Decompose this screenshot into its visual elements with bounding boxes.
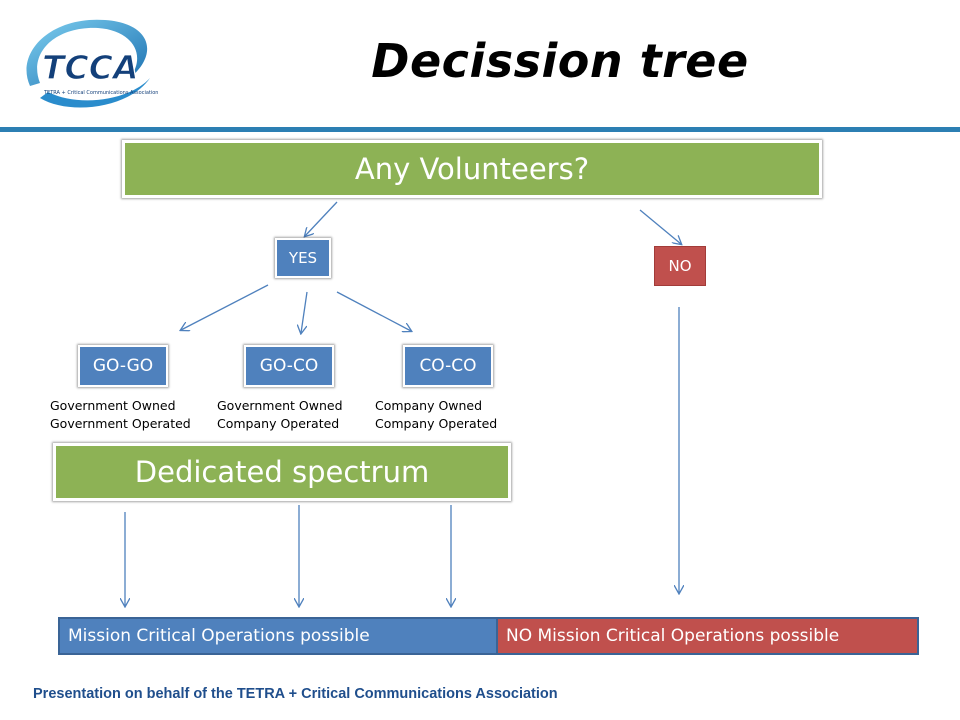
logo-text: TCCA	[42, 48, 139, 87]
footer-text: Presentation on behalf of the TETRA + Cr…	[33, 686, 558, 702]
title-divider	[0, 127, 960, 132]
outcome-possible: Mission Critical Operations possible	[58, 617, 498, 655]
caption-line: Company Owned	[375, 398, 483, 413]
any-volunteers-node: Any Volunteers?	[122, 140, 822, 198]
go-go-caption: Government Owned Government Operated	[50, 397, 191, 433]
caption-line: Company Operated	[375, 416, 498, 431]
arrow-to-coco	[336, 291, 411, 331]
arrow-to-gogo	[181, 284, 269, 330]
caption-line: Government Operated	[50, 416, 191, 431]
tcca-logo-icon: TCCA TETRA + Critical Communications Ass…	[10, 8, 160, 118]
arrow-to-no	[639, 209, 681, 244]
co-co-caption: Company Owned Company Operated	[375, 397, 497, 433]
go-go-node: GO-GO	[78, 345, 168, 387]
go-co-node: GO-CO	[244, 345, 334, 387]
caption-line: Company Operated	[217, 416, 340, 431]
caption-line: Government Owned	[50, 398, 176, 413]
logo-tagline: TETRA + Critical Communications Associat…	[43, 90, 158, 96]
co-co-node: CO-CO	[403, 345, 493, 387]
go-co-caption: Government Owned Company Operated	[217, 397, 343, 433]
dedicated-spectrum-node: Dedicated spectrum	[53, 443, 511, 501]
no-node: NO	[654, 246, 706, 286]
caption-line: Government Owned	[217, 398, 343, 413]
arrow-to-goco	[301, 291, 308, 333]
yes-node: YES	[275, 238, 331, 278]
page-title: Decission tree	[371, 34, 749, 88]
outcome-not-possible: NO Mission Critical Operations possible	[496, 617, 919, 655]
arrow-to-yes	[305, 201, 338, 236]
